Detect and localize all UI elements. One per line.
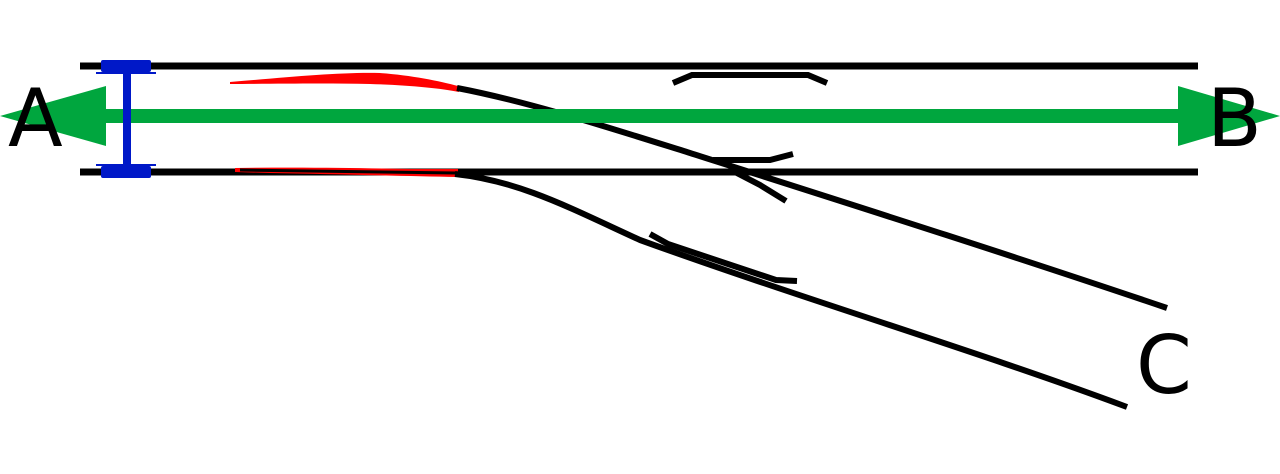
gauge-marker-bottom-cap xyxy=(101,166,151,178)
arrow-head-left xyxy=(0,86,106,146)
arrow-head-right xyxy=(1178,86,1280,146)
lower-diverging-rail xyxy=(454,171,1129,410)
endpoint-label-c: C xyxy=(1136,319,1192,412)
endpoint-label-b: B xyxy=(1207,72,1262,165)
frog-wing-rail-lower xyxy=(731,168,788,204)
frog-wing-rail-upper xyxy=(713,151,794,163)
endpoint-label-a: A xyxy=(8,72,63,165)
upper-check-rail xyxy=(671,72,829,86)
lower-curve-lead xyxy=(239,168,457,175)
upper-diverging-rail xyxy=(456,85,1168,311)
gauge-marker-top-cap xyxy=(101,60,151,72)
lower-check-rail xyxy=(648,231,798,284)
upper-switch-blade xyxy=(230,72,459,92)
